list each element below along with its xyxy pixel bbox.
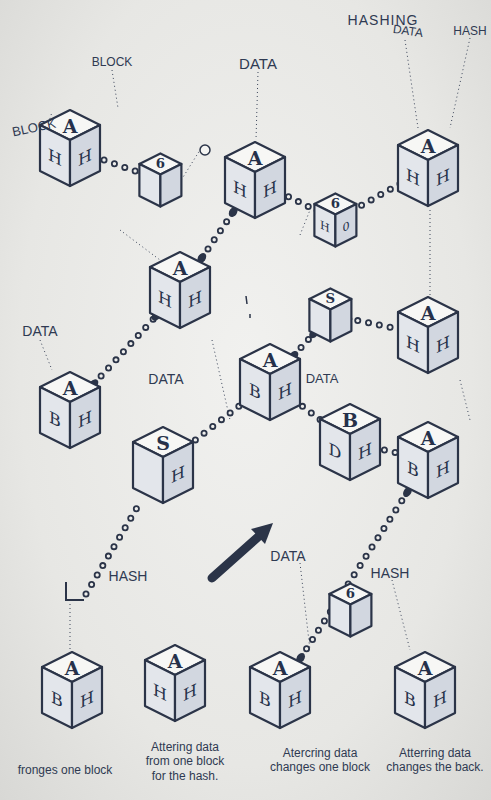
diagram-label: DATA <box>292 371 352 387</box>
cube-glyph: A <box>65 658 80 677</box>
leader-line <box>70 600 71 650</box>
diagram-label: BLOCK <box>82 55 142 69</box>
leader-line <box>120 230 160 260</box>
dot-chain-inner <box>94 156 144 174</box>
caption-text: Atercring data changes one block <box>265 746 375 775</box>
dot-chain-inner <box>347 318 404 330</box>
cube-glyph: B <box>342 410 358 429</box>
cube-glyph: A <box>421 303 436 322</box>
caption-text: Atterring data changes the back. <box>380 746 490 775</box>
cube-glyph: A <box>248 148 263 167</box>
leader-line <box>450 38 470 128</box>
hash-block-cube: AHH <box>223 140 287 220</box>
dot-chain <box>202 212 233 258</box>
cube-glyph: A <box>421 428 436 447</box>
hash-block-cube: AHH <box>148 250 212 330</box>
diagram-label: DATA <box>136 371 196 388</box>
leader-line <box>430 210 431 295</box>
diagram-label: DATA <box>10 323 70 340</box>
diagram-label: HASH <box>445 24 491 38</box>
hash-block-cube: AHH <box>396 128 460 208</box>
diagram-label: DATA <box>258 548 318 565</box>
dot-chain-inner <box>352 181 404 210</box>
cube-glyph: A <box>421 136 436 155</box>
cube-glyph: 6 <box>331 198 340 211</box>
dot-chain <box>187 400 247 446</box>
dot-chain <box>94 316 157 384</box>
diagram-label: HASH <box>98 568 158 585</box>
hash-block-cube: ABH <box>238 342 302 422</box>
bracket-mark <box>66 582 84 600</box>
cube-glyph: 6 <box>156 158 165 171</box>
cube-glyph: A <box>418 658 433 677</box>
dot-chain-inner <box>94 316 157 384</box>
leader-line <box>300 563 310 650</box>
cube-glyph: A <box>63 116 78 135</box>
hash-block-cube: 6H0 <box>313 192 358 248</box>
hash-block-cube: BDH <box>318 402 382 482</box>
dot-chain-inner <box>202 212 233 258</box>
leader-line <box>40 340 52 370</box>
hash-block-cube: SH <box>131 425 195 505</box>
hash-block-cube: ABH <box>40 650 104 730</box>
leader-line <box>212 340 230 420</box>
hash-block-cube: ABH <box>393 650 457 730</box>
tick-mark <box>246 296 250 318</box>
leader-line <box>300 210 310 235</box>
hash-block-cube: 6 <box>138 152 183 208</box>
hash-block-cube: ABH <box>396 420 460 500</box>
hash-block-cube: S <box>308 287 353 343</box>
diagram-label: DATA <box>382 21 434 42</box>
cube-glyph: A <box>173 258 188 277</box>
cube-glyph: S <box>156 433 170 452</box>
hash-block-cube: AHH <box>143 643 207 723</box>
dot-chain-inner <box>187 400 247 446</box>
dot-chain <box>347 318 404 330</box>
cube-glyph: A <box>273 658 288 677</box>
diagram-label: DATA <box>228 55 288 73</box>
caption-text: fronges one block <box>3 763 128 777</box>
cube-glyph: 6 <box>346 588 355 601</box>
cube-glyph: A <box>63 378 78 397</box>
small-ring <box>200 145 210 155</box>
big-arrow-shaft <box>212 537 258 578</box>
cube-glyph: A <box>263 350 278 369</box>
leader-line <box>405 40 418 128</box>
leader-line <box>392 580 410 650</box>
cube-glyph: A <box>168 651 183 670</box>
leader-line <box>112 70 118 108</box>
hash-block-cube: 6 <box>328 582 373 638</box>
diagram-label: BLOCK <box>3 114 65 142</box>
dot-chain <box>352 181 404 210</box>
cube-glyph: S <box>326 293 336 306</box>
diagram-label: HASH <box>360 565 420 582</box>
hash-block-cube: ABH <box>38 370 102 450</box>
hash-block-cube: ABH <box>248 650 312 730</box>
hash-block-cube: AHH <box>396 295 460 375</box>
leader-line <box>256 72 258 140</box>
dot-chain <box>94 156 144 174</box>
caption-text: Attering data from one block for the has… <box>139 740 231 783</box>
leader-line <box>460 380 470 420</box>
big-arrow-head <box>251 523 273 544</box>
dot-chain-connector <box>196 205 240 264</box>
